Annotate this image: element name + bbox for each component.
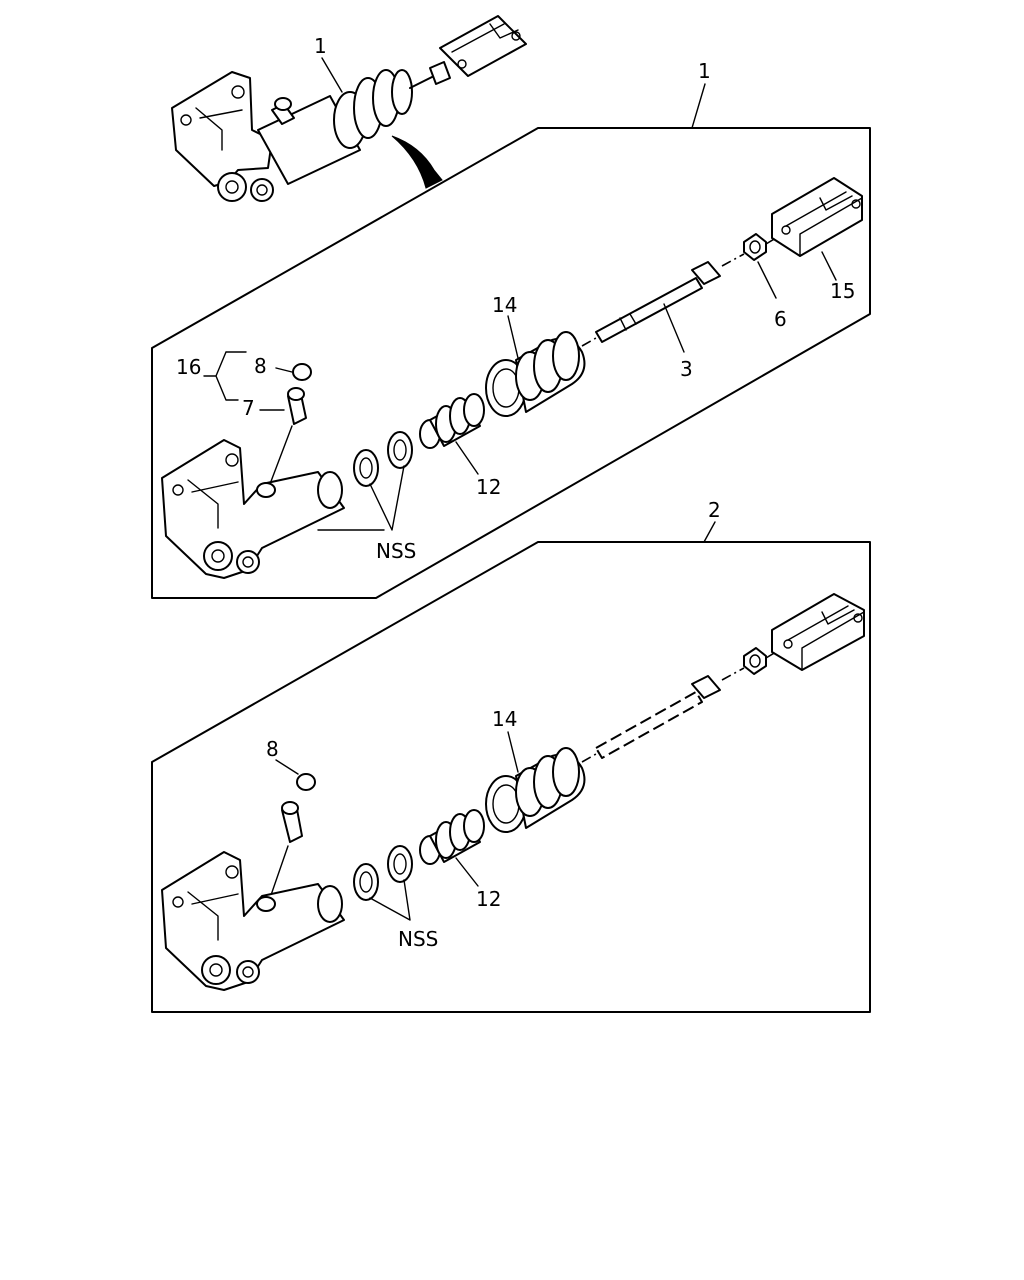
callout-piston-2: 12: [476, 887, 501, 911]
callout-assembly-top: 1: [314, 34, 327, 58]
expand-arrow-icon: [391, 135, 443, 189]
callout-seals-2: NSS: [398, 927, 438, 951]
panel-1: 1 15 6 3 14: [151, 59, 871, 599]
callout-cap-2: 8: [266, 737, 279, 761]
callout-assembly-1: 1: [698, 59, 711, 83]
panel-2: 2 14 12: [151, 498, 871, 1013]
callout-yoke: 15: [830, 279, 855, 303]
callout-kit: 16: [176, 355, 201, 379]
callout-piston: 12: [476, 475, 501, 499]
callout-bleeder: 7: [242, 396, 255, 420]
callout-nut: 6: [774, 307, 787, 331]
callout-boot: 14: [492, 293, 517, 317]
callout-seals: NSS: [376, 539, 416, 563]
assembled-cylinder: [171, 15, 527, 202]
callout-rod: 3: [680, 357, 693, 381]
callout-assembly-2: 2: [708, 498, 721, 522]
callout-boot-2: 14: [492, 707, 517, 731]
callout-cap: 8: [254, 354, 267, 378]
